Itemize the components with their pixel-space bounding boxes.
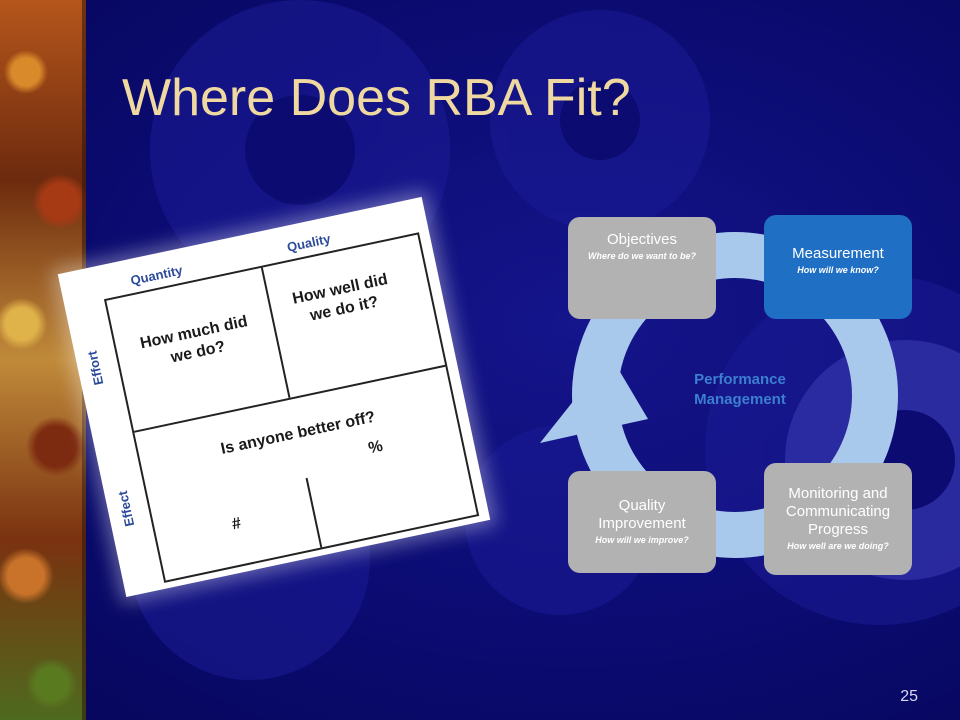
cycle-arrowhead [540,355,648,443]
quadrant-hash: # [230,514,243,534]
effort-label: Effort [84,349,107,387]
step-subtitle: How will we improve? [595,535,689,545]
quadrant-better-off: Is anyone better off? [219,408,377,458]
step-subtitle: Where do we want to be? [587,251,696,261]
decorative-side-strip [0,0,86,720]
quadrant-grid: How much did we do? How well did we do i… [103,232,480,583]
step-quality-improvement: Quality Improvement How will we improve? [568,471,716,573]
step-objectives: Objectives Where do we want to be? [568,217,716,319]
quadrant-percent: % [366,437,385,458]
step-title: Measurement [792,245,884,262]
quadrant-how-well: How well did we do it? [290,271,390,325]
quadrant-how-much: How much did we do? [138,313,250,367]
cycle-center-label: Performance Management [694,371,786,408]
effect-label: Effect [114,489,138,528]
step-title: Quality Improvement [598,497,686,532]
step-subtitle: How well are we doing? [787,541,889,551]
step-title: Objectives [606,231,678,248]
step-measurement: Measurement How will we know? [764,215,912,319]
step-subtitle: How will we know? [797,265,879,275]
step-monitoring: Monitoring and Communicating Progress Ho… [764,463,912,575]
page-number: 25 [900,688,918,705]
cycle-ring [540,232,898,558]
performance-cycle-diagram: Objectives Where do we want to be? Measu… [530,205,930,585]
slide-title: Where Does RBA Fit? [122,69,631,127]
step-title: Monitoring and Communicating Progress [785,485,891,538]
